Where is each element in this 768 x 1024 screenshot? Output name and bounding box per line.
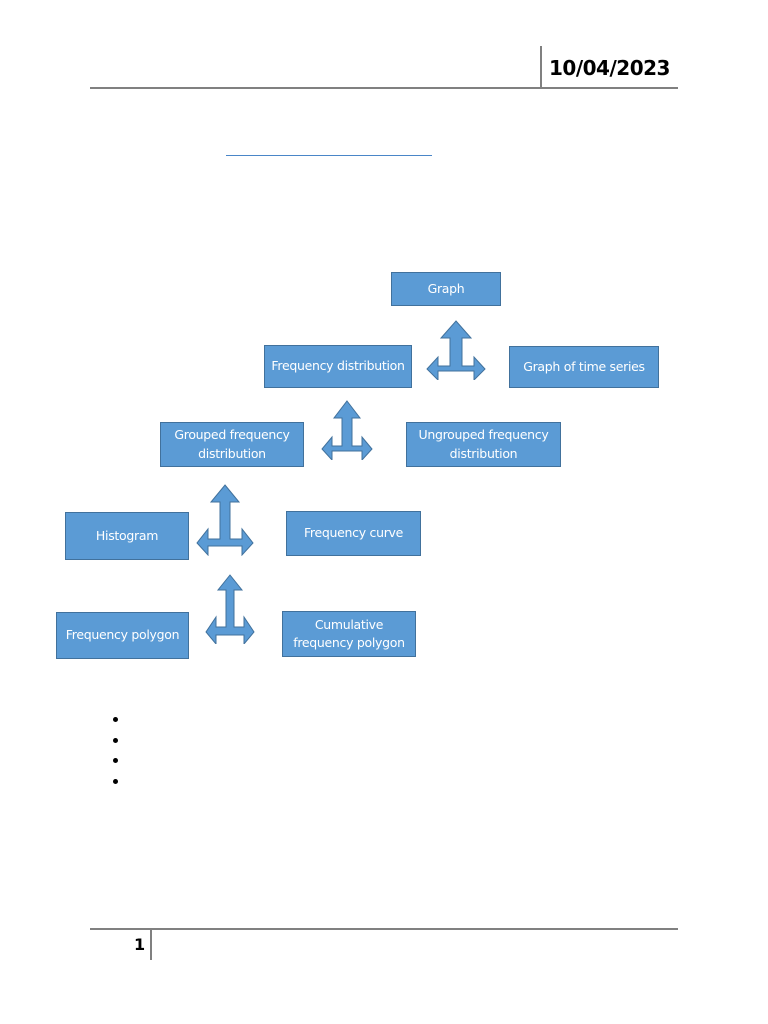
footer-rule <box>90 928 678 930</box>
box-ungrouped-frequency-distribution: Ungrouped frequency distribution <box>406 422 561 467</box>
box-cumulative-frequency-polygon: Cumulative frequency polygon <box>282 611 416 657</box>
page-number: 1 <box>134 935 146 954</box>
tri-arrow-icon-1 <box>426 320 486 380</box>
box-graph: Graph <box>391 272 501 306</box>
box-histogram: Histogram <box>65 512 189 560</box>
header-rule <box>90 87 678 89</box>
box-frequency-polygon-label: Frequency polygon <box>65 627 180 643</box>
box-cumulative-frequency-polygon-label: Cumulative frequency polygon <box>293 616 405 650</box>
box-graph-of-time-series-label: Graph of time series <box>523 358 645 374</box>
tri-arrow-icon-4 <box>205 574 255 644</box>
box-frequency-distribution: Frequency distribution <box>264 345 412 388</box>
tri-arrow-icon-3 <box>196 484 254 556</box>
box-graph-label: Graph <box>427 280 465 296</box>
box-grouped-frequency-distribution-label: Grouped frequency distribution <box>174 427 290 461</box>
box-graph-of-time-series: Graph of time series <box>509 346 659 388</box>
tri-arrow-icon-2 <box>321 400 373 460</box>
box-frequency-curve: Frequency curve <box>286 511 421 556</box>
box-grouped-frequency-distribution: Grouped frequency distribution <box>160 422 304 467</box>
box-frequency-curve-label: Frequency curve <box>303 525 404 541</box>
footer-separator <box>150 930 152 960</box>
box-frequency-polygon: Frequency polygon <box>56 612 189 659</box>
box-frequency-distribution-label: Frequency distribution <box>271 358 405 374</box>
header-separator <box>540 46 542 88</box>
header-date: 10/04/2023 <box>549 56 670 80</box>
hyperlink-underline[interactable] <box>226 155 432 156</box>
box-ungrouped-frequency-distribution-label: Ungrouped frequency distribution <box>418 427 549 461</box>
box-histogram-label: Histogram <box>95 527 159 543</box>
